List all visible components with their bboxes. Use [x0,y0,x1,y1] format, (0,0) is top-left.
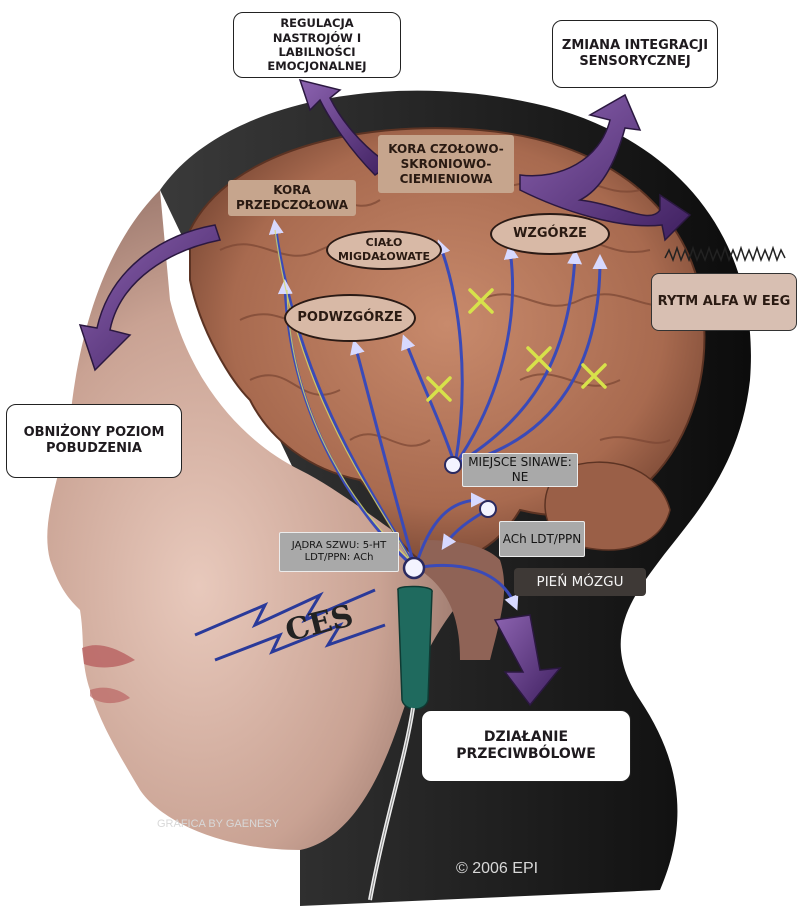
label-analgesic-effect: DZIAŁANIE PRZECIWBÓLOWE [421,710,631,782]
label-amygdala: CIAŁO MIGDAŁOWATE [326,230,442,270]
label-reduced-arousal: OBNIŻONY POZIOM POBUDZENIA [6,404,182,478]
face [47,190,481,850]
cross-2 [426,376,452,402]
credit-graphics: GRAFICA BY GAENESY [157,818,280,830]
electrode [397,585,433,710]
credit-copyright: © 2006 EPI [456,860,539,877]
label-alpha-rhythm: RYTM ALFA W EEG [651,273,797,331]
label-thalamus: WZGÓRZE [490,213,610,255]
label-brainstem: PIEŃ MÓZGU [514,568,646,596]
arrow-mood [298,78,392,176]
ces-lightning [194,588,376,637]
label-mood-regulation: REGULACJA NASTROJÓW I LABILNOŚCI EMOCJON… [233,12,401,78]
label-raphe-nuclei: JĄDRA SZWU: 5-HT LDT/PPN: ACh [279,532,399,572]
cross-4 [581,363,607,389]
node-raphe [402,556,426,580]
label-ach-ldt-ppn: ACh LDT/PPN [499,521,585,557]
label-fronto-temporo-parietal-cortex: KORA CZOŁOWO-SKRONIOWO-CIEMIENIOWA [378,135,514,193]
label-sensory-integration: ZMIANA INTEGRACJI SENSORYCZNEJ [552,20,718,88]
arrow-arousal [78,224,221,372]
lips [82,645,135,668]
node-locus-coeruleus [444,456,462,474]
cross-3 [526,346,552,372]
arrow-analgesic [493,614,562,707]
eeg-wave [664,245,786,263]
brainstem-shape [420,540,505,660]
cross-1 [468,288,494,314]
label-locus-coeruleus: MIEJSCE SINAWE: NE [462,453,578,487]
node-ach [479,500,497,518]
label-prefrontal-cortex: KORA PRZEDCZOŁOWA [228,180,356,216]
arrow-sensory [519,93,692,242]
label-hypothalamus: PODWZGÓRZE [284,294,416,342]
